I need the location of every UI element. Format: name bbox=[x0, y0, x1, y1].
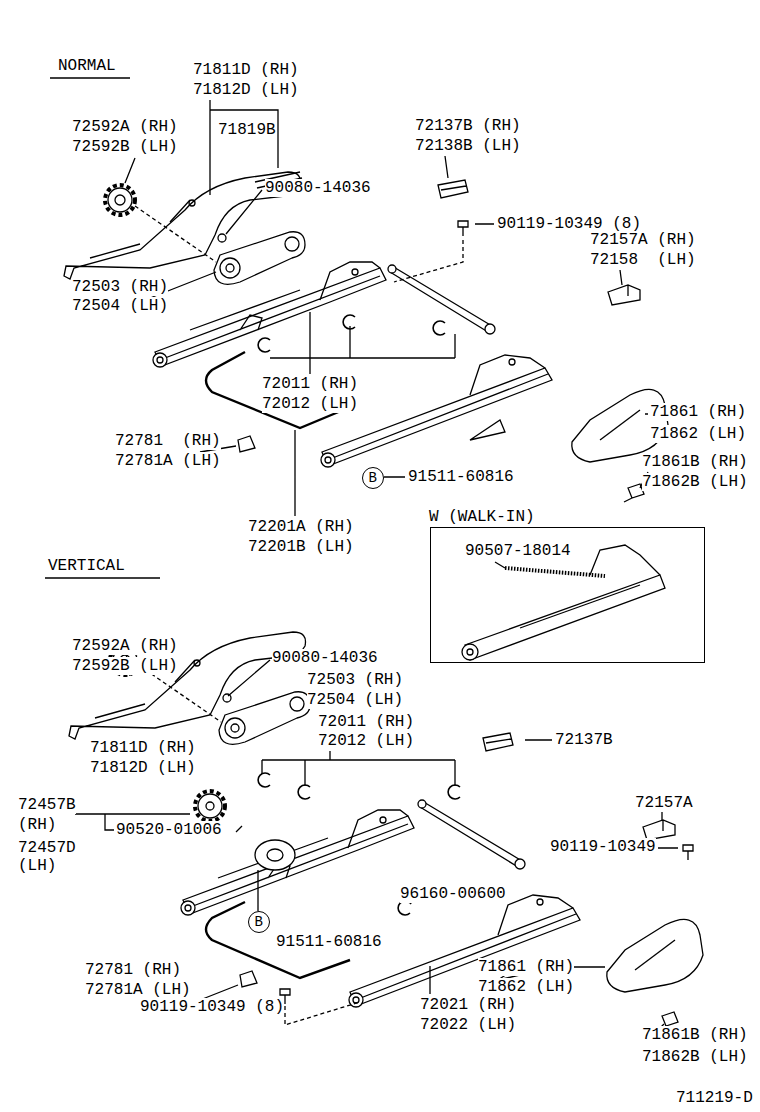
callout-number: 71819B bbox=[218, 121, 276, 139]
node-heading: W (WALK-IN) bbox=[429, 508, 535, 526]
callout-number: 72157A (RH) bbox=[590, 231, 696, 249]
callout-number: 71861 (RH) bbox=[478, 958, 574, 976]
callout-number: 90119-10349 (8) bbox=[140, 998, 284, 1016]
callout-number: 90119-10349 bbox=[550, 838, 656, 856]
callout-number: 90080-14036 bbox=[272, 649, 378, 667]
circled-letter: B bbox=[248, 911, 270, 933]
callout-number: 71862B (LH) bbox=[642, 473, 748, 491]
callout-number: VERTICAL bbox=[48, 557, 125, 575]
callout-number: 72592A (RH) bbox=[72, 118, 178, 136]
callout-number: 71862B (LH) bbox=[642, 1048, 748, 1066]
callout-number: 72137B bbox=[555, 731, 613, 749]
callout-number: (LH) bbox=[18, 857, 56, 875]
callout-number: 72137B (RH) bbox=[415, 117, 521, 135]
callout-number: 72022 (LH) bbox=[420, 1016, 516, 1034]
callout-number: 71811D (RH) bbox=[193, 61, 299, 79]
callout-number: 72592B (LH) bbox=[72, 657, 178, 675]
callout-number: 71812D (LH) bbox=[90, 759, 196, 777]
callout-number: 72138B (LH) bbox=[415, 137, 521, 155]
callout-number: 71811D (RH) bbox=[90, 739, 196, 757]
callout-number: 96160-00600 bbox=[400, 885, 506, 903]
callout-number: 71861 (RH) bbox=[650, 403, 746, 421]
callout-number: 72158 (LH) bbox=[590, 251, 696, 269]
callout-number: 72011 (RH) bbox=[318, 713, 414, 731]
callout-number: 72592A (RH) bbox=[72, 637, 178, 655]
callout-number: 90520-01006 bbox=[116, 821, 222, 839]
callout-number: 72457D bbox=[18, 839, 76, 857]
node-heading: B bbox=[368, 470, 376, 486]
callout-number: 72781A (LH) bbox=[85, 981, 191, 999]
callout-number: 72592B (LH) bbox=[72, 138, 178, 156]
callout-number: NORMAL bbox=[58, 57, 116, 75]
inset-box: W (WALK-IN)90507-18014 bbox=[430, 527, 705, 663]
callout-number: 72781 (RH) bbox=[85, 961, 181, 979]
callout-number: 72503 (RH) bbox=[307, 671, 403, 689]
callout-number: 72781A (LH) bbox=[115, 452, 221, 470]
callout-number: 71862 (LH) bbox=[478, 978, 574, 996]
callout-number: 72504 (LH) bbox=[307, 691, 403, 709]
callout-number: 72021 (RH) bbox=[420, 996, 516, 1014]
callout-number: 91511-60816 bbox=[276, 933, 382, 951]
callout-number: 71812D (LH) bbox=[193, 81, 299, 99]
callout-number: 72457B bbox=[18, 796, 76, 814]
callout-number: 711219-D bbox=[676, 1089, 753, 1107]
callout-number: 72012 (LH) bbox=[318, 732, 414, 750]
callout-number: 72011 (RH) bbox=[262, 375, 358, 393]
callout-number: 71862 (LH) bbox=[650, 425, 746, 443]
callout-number: 72781 (RH) bbox=[115, 432, 221, 450]
callout-number: 72201A (RH) bbox=[248, 518, 354, 536]
callout-number: 72012 (LH) bbox=[262, 395, 358, 413]
callout-number: 91511-60816 bbox=[408, 468, 514, 486]
callout-number: (RH) bbox=[18, 816, 56, 834]
callout-number: 72503 (RH) bbox=[72, 278, 168, 296]
callout-number: 72504 (LH) bbox=[72, 297, 168, 315]
part-number: 90507-18014 bbox=[465, 542, 571, 560]
callout-number: 72157A bbox=[635, 794, 693, 812]
callout-number: 90080-14036 bbox=[265, 179, 371, 197]
circled-letter: B bbox=[362, 467, 384, 489]
callout-number: 72201B (LH) bbox=[248, 538, 354, 556]
node-heading: B bbox=[254, 914, 262, 930]
callout-number: 71861B (RH) bbox=[642, 453, 748, 471]
callout-number: 71861B (RH) bbox=[642, 1026, 748, 1044]
